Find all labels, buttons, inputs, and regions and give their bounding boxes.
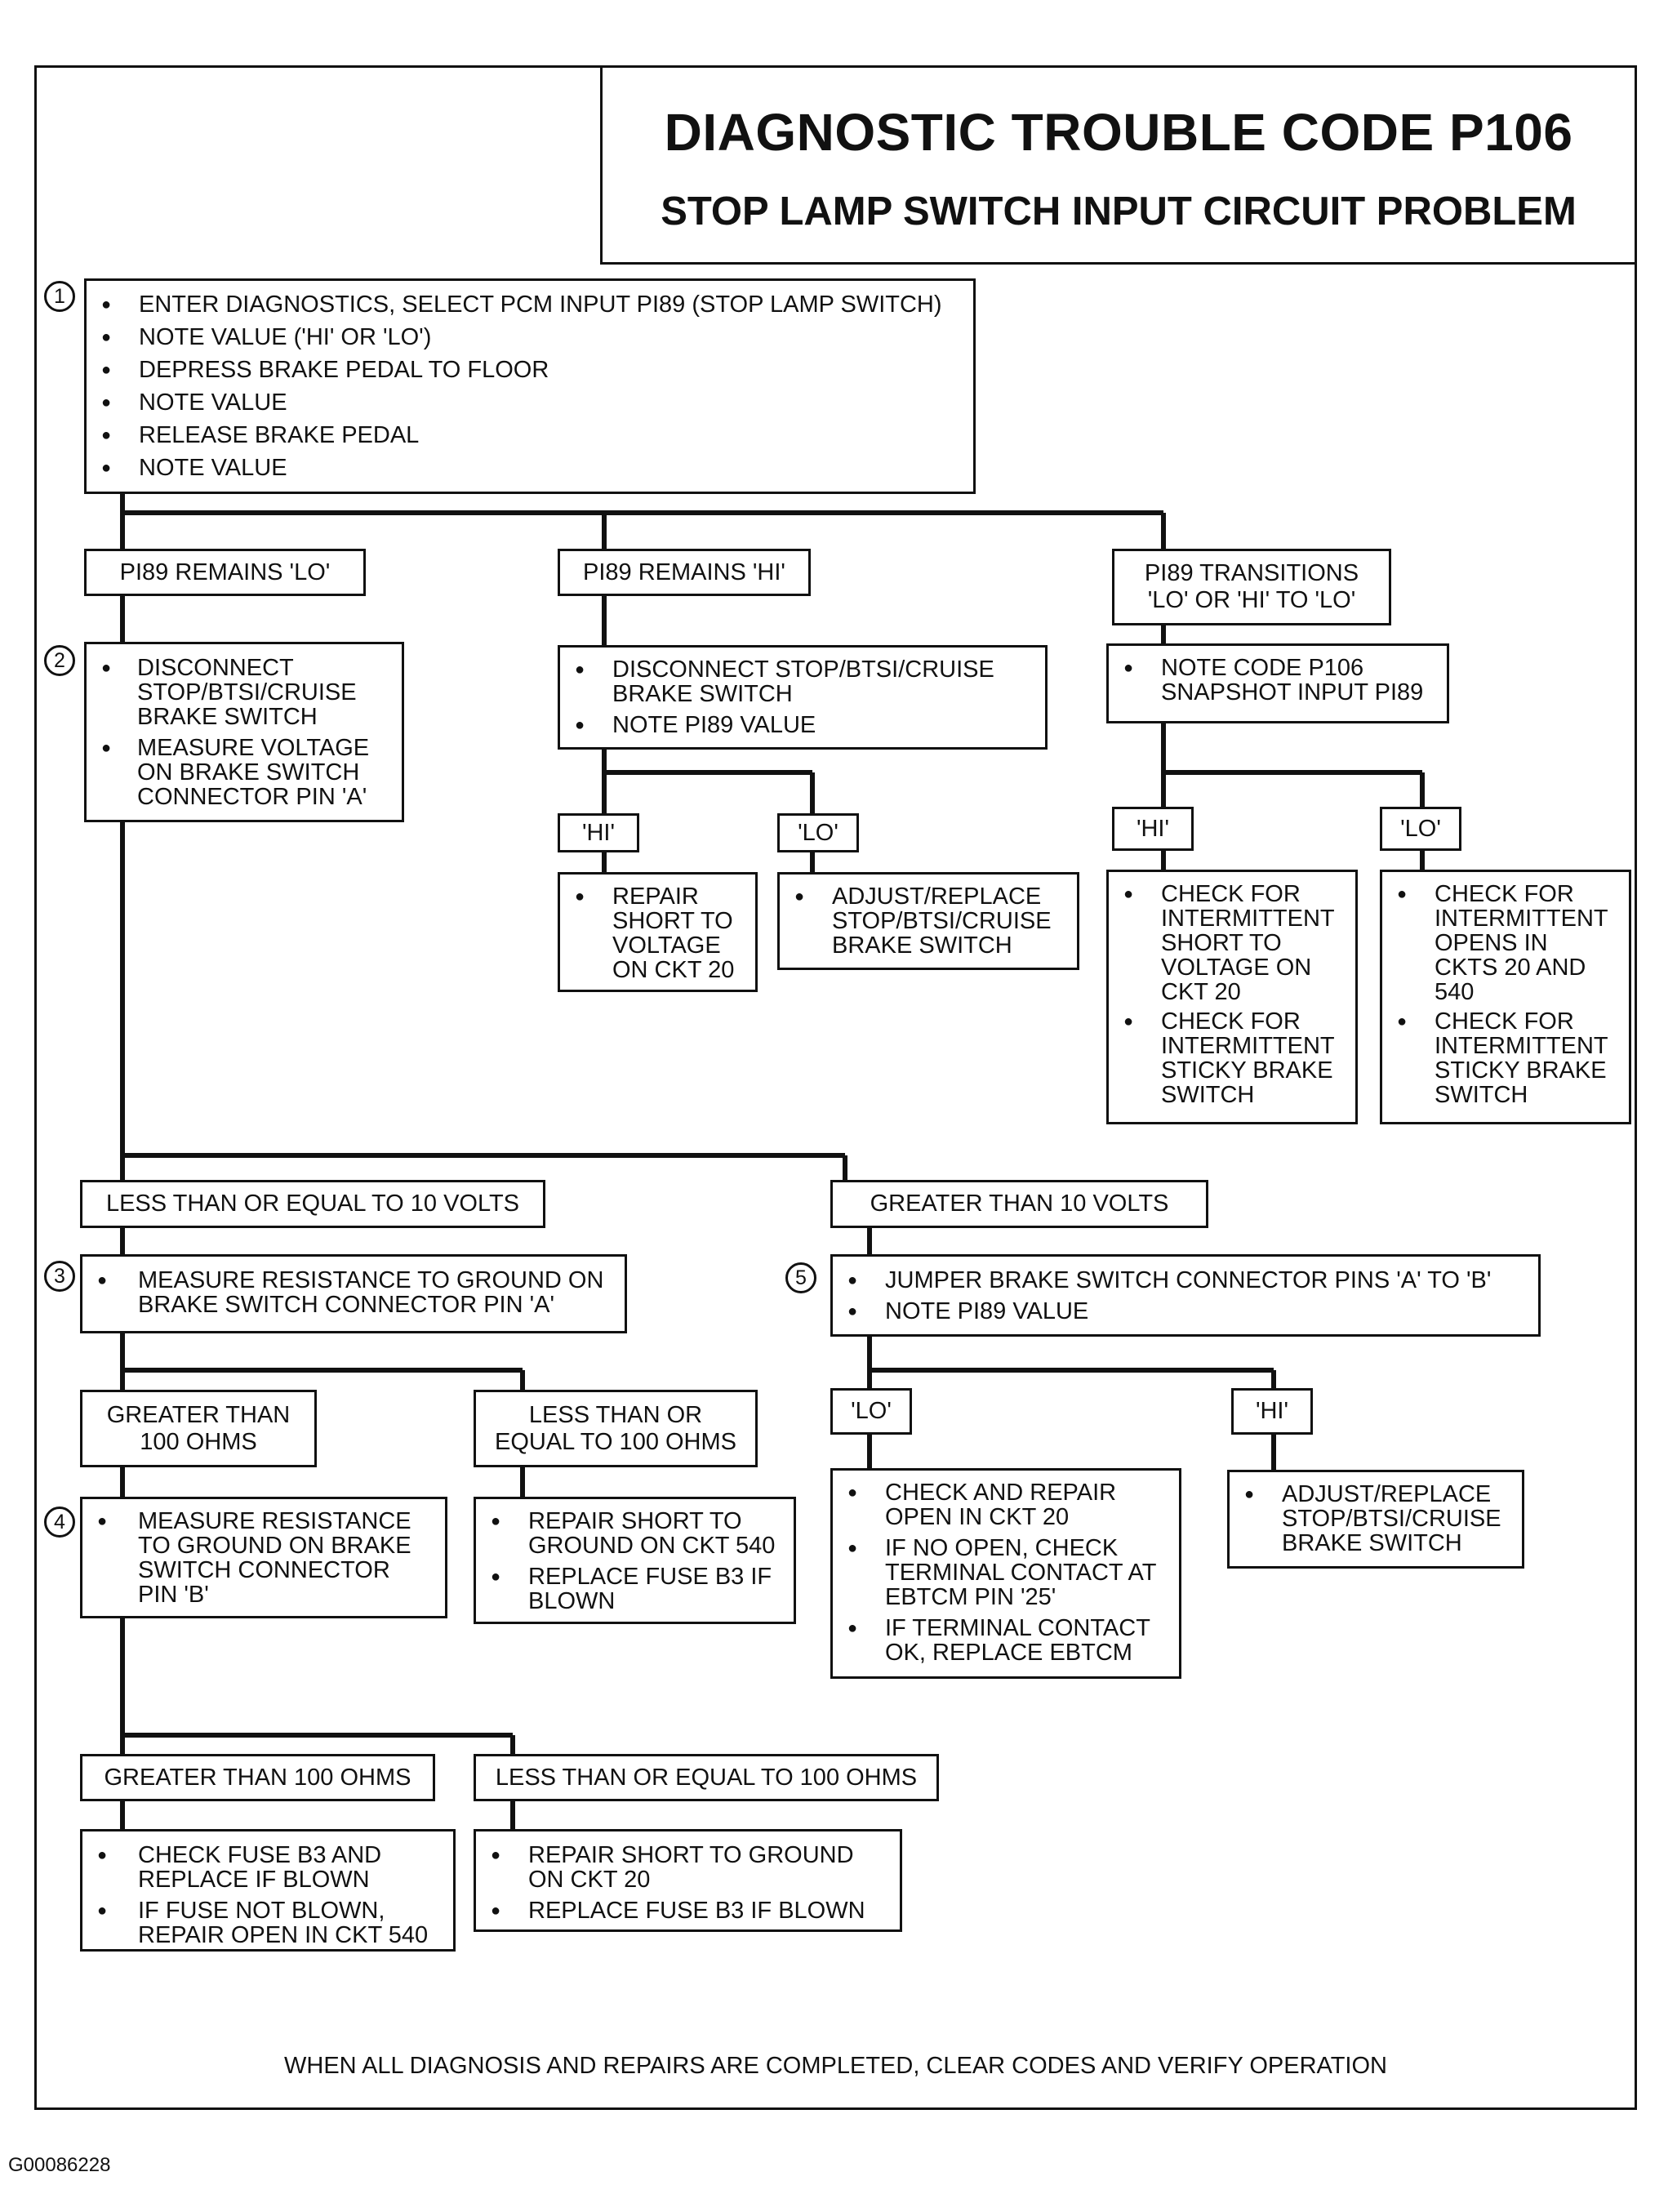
action-item: IF FUSE NOT BLOWN, REPAIR OPEN IN CKT 54… <box>82 1898 453 1947</box>
check-repair-open-ckt20-box: CHECK AND REPAIR OPEN IN CKT 20 IF NO OP… <box>830 1468 1181 1679</box>
action-item: CHECK FOR INTERMITTENT STICKY BRAKE SWIT… <box>1382 1009 1629 1107</box>
action-item: REPAIR SHORT TO GROUND ON CKT 540 <box>476 1509 794 1558</box>
condition-right-hi: 'HI' <box>1112 807 1194 851</box>
condition-right-lo: 'LO' <box>1380 807 1461 851</box>
repair-short-ckt540-box: REPAIR SHORT TO GROUND ON CKT 540 REPLAC… <box>474 1497 796 1624</box>
figure-code: G00086228 <box>8 2154 111 2176</box>
action-item: IF NO OPEN, CHECK TERMINAL CONTACT AT EB… <box>833 1536 1179 1609</box>
condition-mid-lo: 'LO' <box>777 813 859 852</box>
step-1-item: NOTE VALUE ('HI' OR 'LO') <box>87 325 973 349</box>
step-2-item: DISCONNECT STOP/BTSI/CRUISE BRAKE SWITCH <box>87 656 402 729</box>
action-item: CHECK FOR INTERMITTENT STICKY BRAKE SWIT… <box>1109 1009 1355 1107</box>
step-3-box: MEASURE RESISTANCE TO GROUND ON BRAKE SW… <box>80 1254 627 1333</box>
step-5-item: JUMPER BRAKE SWITCH CONNECTOR PINS 'A' T… <box>833 1268 1538 1293</box>
action-item: CHECK AND REPAIR OPEN IN CKT 20 <box>833 1480 1179 1529</box>
page-title: DIAGNOSTIC TROUBLE CODE P106 <box>664 103 1573 162</box>
step-2-box: DISCONNECT STOP/BTSI/CRUISE BRAKE SWITCH… <box>84 642 404 822</box>
condition-s5-lo: 'LO' <box>830 1388 912 1435</box>
step-1-item: RELEASE BRAKE PEDAL <box>87 423 973 447</box>
check-intermittent-opens-box: CHECK FOR INTERMITTENT OPENS IN CKTS 20 … <box>1380 870 1631 1124</box>
step-1-box: ENTER DIAGNOSTICS, SELECT PCM INPUT PI89… <box>84 278 976 494</box>
condition-s3-gt-100-ohms: GREATER THAN 100 OHMS <box>80 1390 317 1467</box>
adjust-replace-switch-box: ADJUST/REPLACE STOP/BTSI/CRUISE BRAKE SW… <box>777 872 1079 970</box>
footer-note: WHEN ALL DIAGNOSIS AND REPAIRS ARE COMPL… <box>284 2053 1387 2079</box>
action-item: IF TERMINAL CONTACT OK, REPLACE EBTCM <box>833 1616 1179 1665</box>
check-fuse-b3-box: CHECK FUSE B3 AND REPLACE IF BLOWN IF FU… <box>80 1829 456 1952</box>
step-2-marker: 2 <box>44 645 75 676</box>
action-item: REPLACE FUSE B3 IF BLOWN <box>476 1898 900 1923</box>
action-item: REPAIR SHORT TO GROUND ON CKT 20 <box>476 1843 900 1892</box>
condition-pi89-remains-lo: PI89 REMAINS 'LO' <box>84 549 366 596</box>
condition-s5-hi: 'HI' <box>1231 1388 1313 1435</box>
step-1-item: DEPRESS BRAKE PEDAL TO FLOOR <box>87 358 973 382</box>
step-2-item: MEASURE VOLTAGE ON BRAKE SWITCH CONNECTO… <box>87 736 402 809</box>
step-4-box: MEASURE RESISTANCE TO GROUND ON BRAKE SW… <box>80 1497 447 1618</box>
step-5-item: NOTE PI89 VALUE <box>833 1299 1538 1324</box>
condition-le-10-volts: LESS THAN OR EQUAL TO 10 VOLTS <box>80 1180 545 1228</box>
step-3-marker: 3 <box>44 1261 75 1292</box>
step-1-item: NOTE VALUE <box>87 390 973 415</box>
condition-s4-gt-100-ohms: GREATER THAN 100 OHMS <box>80 1754 435 1801</box>
title-box: DIAGNOSTIC TROUBLE CODE P106 STOP LAMP S… <box>600 65 1637 265</box>
step-3-item: MEASURE RESISTANCE TO GROUND ON BRAKE SW… <box>82 1268 625 1317</box>
action-item: DISCONNECT STOP/BTSI/CRUISE BRAKE SWITCH <box>560 657 1045 706</box>
action-item: ADJUST/REPLACE STOP/BTSI/CRUISE BRAKE SW… <box>780 884 1077 958</box>
condition-pi89-remains-hi: PI89 REMAINS 'HI' <box>558 549 811 596</box>
step-1-marker: 1 <box>44 281 75 312</box>
step-5-marker: 5 <box>785 1262 816 1293</box>
disconnect-note-box: DISCONNECT STOP/BTSI/CRUISE BRAKE SWITCH… <box>558 645 1048 750</box>
check-intermittent-short-box: CHECK FOR INTERMITTENT SHORT TO VOLTAGE … <box>1106 870 1358 1124</box>
action-item: NOTE CODE P106 SNAPSHOT INPUT PI89 <box>1109 656 1447 705</box>
repair-short-ckt20-box: REPAIR SHORT TO GROUND ON CKT 20 REPLACE… <box>474 1829 902 1932</box>
condition-gt-10-volts: GREATER THAN 10 VOLTS <box>830 1180 1208 1228</box>
action-item: REPLACE FUSE B3 IF BLOWN <box>476 1564 794 1613</box>
step-1-item: NOTE VALUE <box>87 456 973 480</box>
action-item: CHECK FUSE B3 AND REPLACE IF BLOWN <box>82 1843 453 1892</box>
step-4-marker: 4 <box>44 1507 75 1538</box>
condition-s4-le-100-ohms: LESS THAN OR EQUAL TO 100 OHMS <box>474 1754 939 1801</box>
page-subtitle: STOP LAMP SWITCH INPUT CIRCUIT PROBLEM <box>661 189 1577 234</box>
condition-pi89-transitions: PI89 TRANSITIONS 'LO' OR 'HI' TO 'LO' <box>1112 549 1391 625</box>
repair-short-voltage-box: REPAIR SHORT TO VOLTAGE ON CKT 20 <box>558 872 758 992</box>
step-5-box: JUMPER BRAKE SWITCH CONNECTOR PINS 'A' T… <box>830 1254 1541 1337</box>
condition-mid-hi: 'HI' <box>558 813 639 852</box>
condition-s3-le-100-ohms: LESS THAN OR EQUAL TO 100 OHMS <box>474 1390 758 1467</box>
note-code-box: NOTE CODE P106 SNAPSHOT INPUT PI89 <box>1106 643 1449 723</box>
action-item: CHECK FOR INTERMITTENT OPENS IN CKTS 20 … <box>1382 882 1629 1004</box>
action-item: REPAIR SHORT TO VOLTAGE ON CKT 20 <box>560 884 755 982</box>
adjust-replace-switch-s5-box: ADJUST/REPLACE STOP/BTSI/CRUISE BRAKE SW… <box>1227 1470 1524 1569</box>
action-item: NOTE PI89 VALUE <box>560 713 1045 737</box>
action-item: CHECK FOR INTERMITTENT SHORT TO VOLTAGE … <box>1109 882 1355 1004</box>
step-4-item: MEASURE RESISTANCE TO GROUND ON BRAKE SW… <box>82 1509 445 1607</box>
action-item: ADJUST/REPLACE STOP/BTSI/CRUISE BRAKE SW… <box>1230 1482 1522 1556</box>
step-1-item: ENTER DIAGNOSTICS, SELECT PCM INPUT PI89… <box>87 292 973 317</box>
